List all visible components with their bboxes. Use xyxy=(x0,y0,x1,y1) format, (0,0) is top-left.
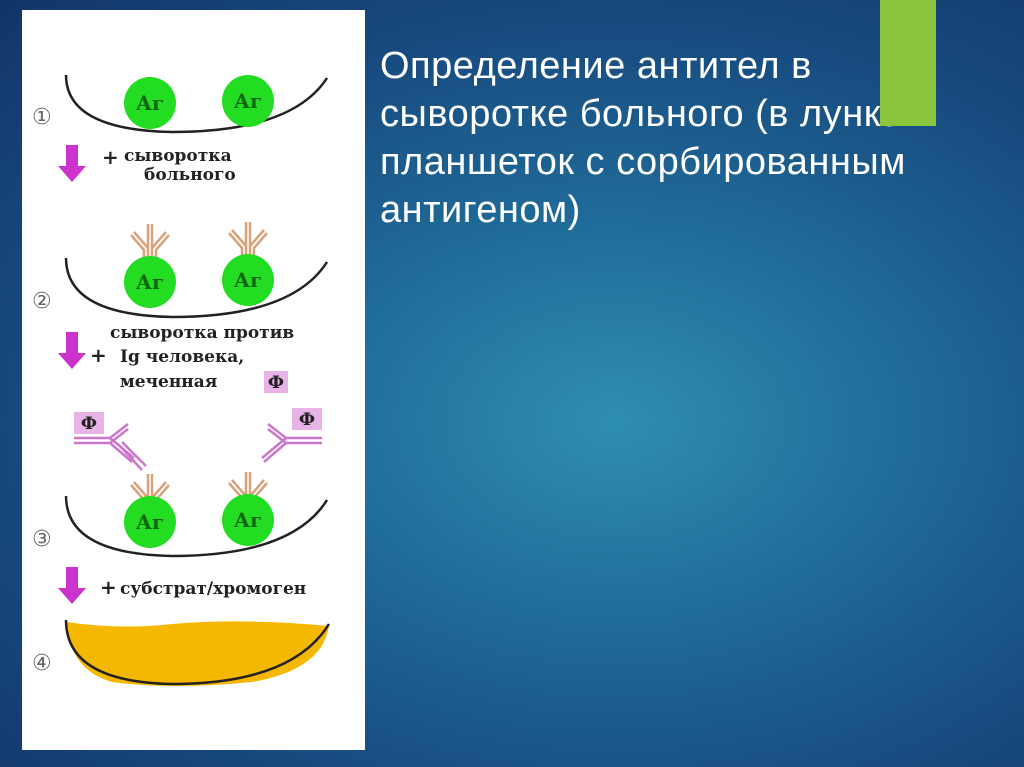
accent-bar xyxy=(880,0,936,126)
step-2-number: ② xyxy=(32,289,52,314)
elisa-diagram: ① Аг Аг + сыворотка больного ② Аг Аг + с… xyxy=(22,10,365,750)
down-arrow-icon xyxy=(58,332,86,369)
down-arrow-icon xyxy=(58,567,86,604)
antigen-label: Аг xyxy=(136,91,165,115)
labeled-antibody-right xyxy=(261,408,322,463)
well-4 xyxy=(64,619,331,686)
step-3-number: ③ xyxy=(32,527,52,552)
labeled-antibody-left xyxy=(74,412,147,471)
antigen-label: Аг xyxy=(234,89,263,113)
enzyme-tag xyxy=(264,371,288,393)
antigen-circle xyxy=(222,494,274,546)
transition-3-line-1: субстрат/хромоген xyxy=(120,579,306,599)
transition-2-line-2: Ig человека, xyxy=(120,347,244,367)
well-1 xyxy=(64,74,329,134)
elisa-diagram-svg: ① Аг Аг + сыворотка больного ② Аг Аг + с… xyxy=(32,74,331,686)
antigen-circle xyxy=(124,256,176,308)
antigen-label: Аг xyxy=(234,508,263,532)
well-3 xyxy=(64,495,329,558)
step-4-number: ④ xyxy=(32,651,52,676)
transition-1-plus: + xyxy=(102,145,119,169)
enzyme-label: Ф xyxy=(81,414,97,434)
step-1-number: ① xyxy=(32,105,52,130)
antigen-circle xyxy=(124,77,176,129)
transition-1-line-2: больного xyxy=(144,165,236,185)
well-2 xyxy=(64,257,329,319)
enzyme-label: Ф xyxy=(299,410,315,430)
antigen-label: Аг xyxy=(136,510,165,534)
antigen-circle xyxy=(222,75,274,127)
down-arrow-icon xyxy=(58,145,86,182)
enzyme-label: Ф xyxy=(268,373,284,393)
antigen-label: Аг xyxy=(234,268,263,292)
substrate-fill xyxy=(66,621,329,686)
antigen-circle xyxy=(124,496,176,548)
transition-2-line-1: сыворотка против xyxy=(110,323,294,343)
transition-1-line-1: сыворотка xyxy=(124,146,232,166)
slide-title: Определение антител в сыворотке больного… xyxy=(380,45,923,231)
transition-2-plus: + xyxy=(90,343,107,367)
transition-3-plus: + xyxy=(100,575,117,599)
antigen-label: Аг xyxy=(136,270,165,294)
transition-2-line-3: меченная xyxy=(120,372,217,392)
antigen-circle xyxy=(222,254,274,306)
